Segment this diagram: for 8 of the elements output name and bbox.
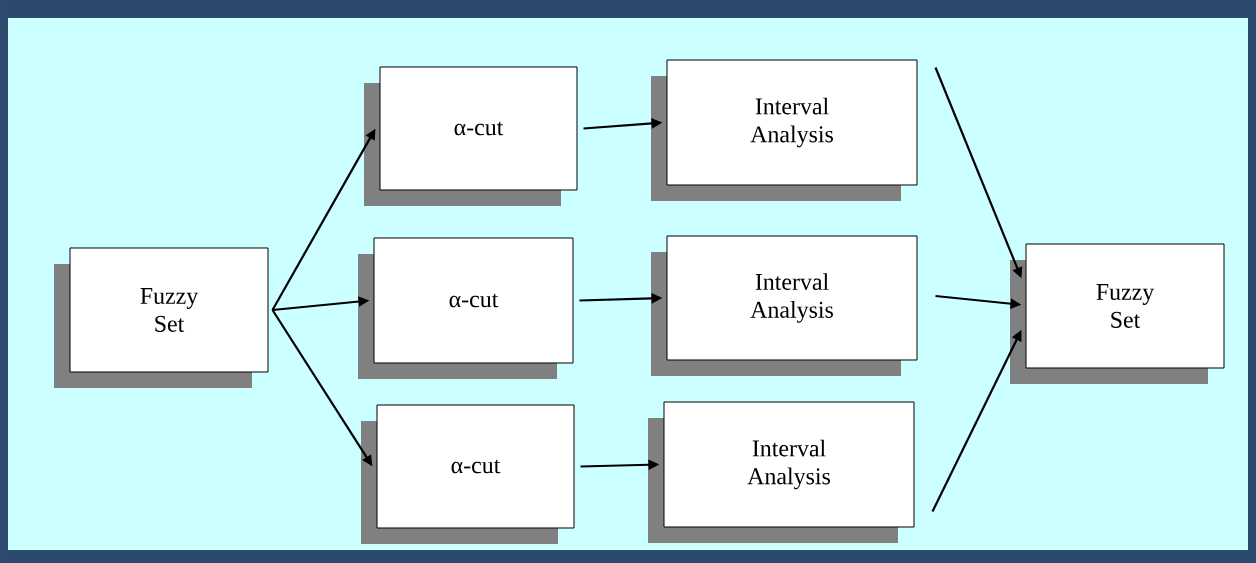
process-box: Interval Analysis (651, 59, 918, 201)
process-box: α-cut (358, 237, 574, 379)
process-box: α-cut (361, 404, 575, 544)
process-box: Interval Analysis (651, 235, 918, 376)
process-box: α-cut (364, 66, 578, 206)
process-box: Fuzzy Set (54, 247, 269, 388)
process-box: Interval Analysis (648, 401, 915, 543)
process-box: Fuzzy Set (1010, 243, 1225, 384)
